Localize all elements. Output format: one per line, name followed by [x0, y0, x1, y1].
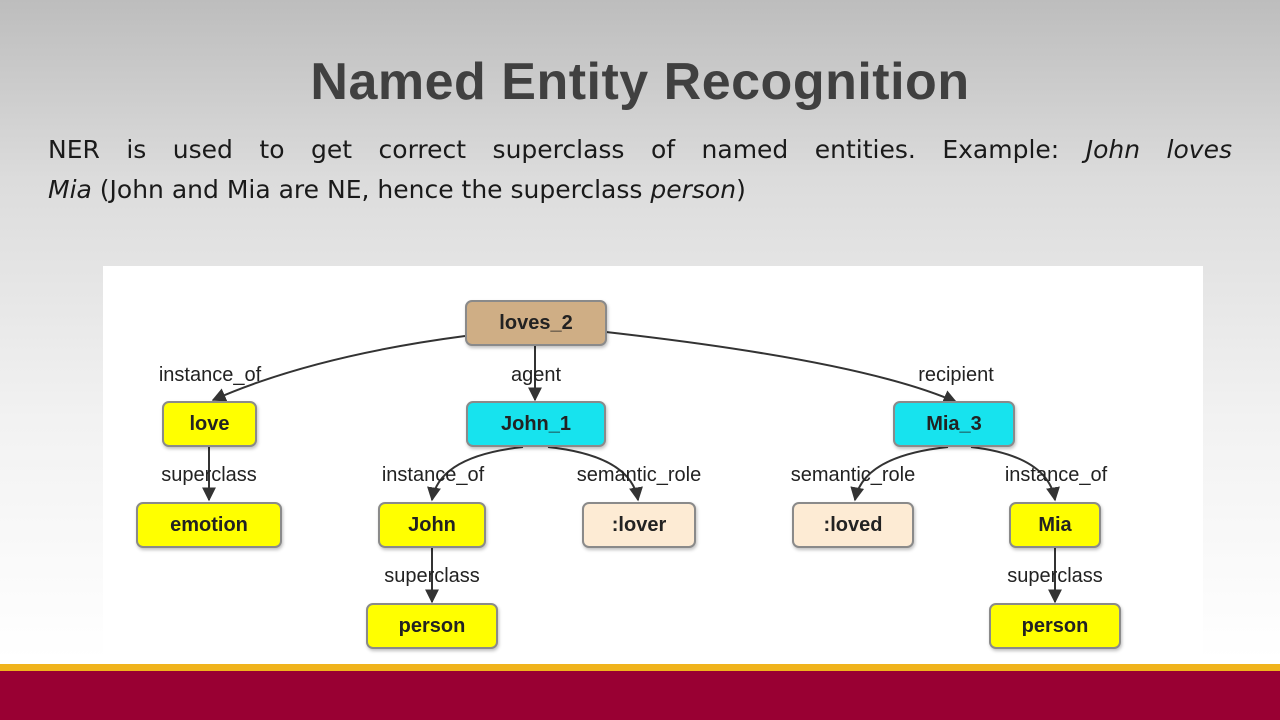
edge-layer	[202, 331, 1062, 604]
label-superclass-person-mia: superclass	[1007, 565, 1103, 587]
label-instance-of-john: instance_of	[381, 464, 485, 486]
slide-title: Named Entity Recognition	[310, 53, 970, 111]
intro-text-1: NER is used to get correct superclass of…	[48, 135, 1086, 164]
label-superclass-emotion: superclass	[161, 464, 257, 486]
footer-accent-line	[0, 664, 1280, 671]
edge-semantic-role-loved	[850, 446, 949, 502]
intro-text-3: )	[736, 175, 746, 204]
node-person-john: person	[366, 603, 498, 649]
footer-bar	[0, 671, 1280, 720]
label-semantic-role-loved: semantic_role	[790, 464, 916, 486]
edge-instance-of-love	[211, 335, 466, 402]
node-john: John	[378, 502, 486, 548]
node-john-1: John_1	[466, 401, 606, 447]
intro-text-2: (John and Mia are NE, hence the supercla…	[91, 175, 651, 204]
label-instance-of-love: instance_of	[158, 364, 262, 386]
node-person-mia: person	[989, 603, 1121, 649]
node-loved: :loved	[792, 502, 914, 548]
node-emotion: emotion	[136, 502, 282, 548]
label-superclass-person-john: superclass	[384, 565, 480, 587]
label-agent: agent	[510, 364, 562, 386]
superclass-word: person	[650, 175, 737, 204]
node-mia-3: Mia_3	[893, 401, 1015, 447]
edge-instance-of-mia	[970, 446, 1060, 502]
node-lover: :lover	[582, 502, 696, 548]
label-recipient: recipient	[918, 364, 994, 386]
intro-line-2: Mia (John and Mia are NE, hence the supe…	[48, 170, 1232, 210]
edge-recipient	[605, 331, 958, 404]
edge-instance-of-john	[427, 446, 524, 502]
example-sentence-b: Mia	[48, 175, 92, 204]
diagram-panel: instance_of agent recipient superclass i…	[103, 266, 1203, 664]
edge-semantic-role-lover	[547, 446, 643, 502]
example-sentence-a: John loves	[1085, 135, 1233, 164]
label-semantic-role-lover: semantic_role	[576, 464, 702, 486]
node-love: love	[162, 401, 257, 447]
node-mia: Mia	[1009, 502, 1101, 548]
intro-paragraph: NER is used to get correct superclass of…	[48, 130, 1232, 210]
node-loves-2: loves_2	[465, 300, 607, 346]
intro-line-1: NER is used to get correct superclass of…	[48, 130, 1232, 170]
label-instance-of-mia: instance_of	[1004, 464, 1108, 486]
